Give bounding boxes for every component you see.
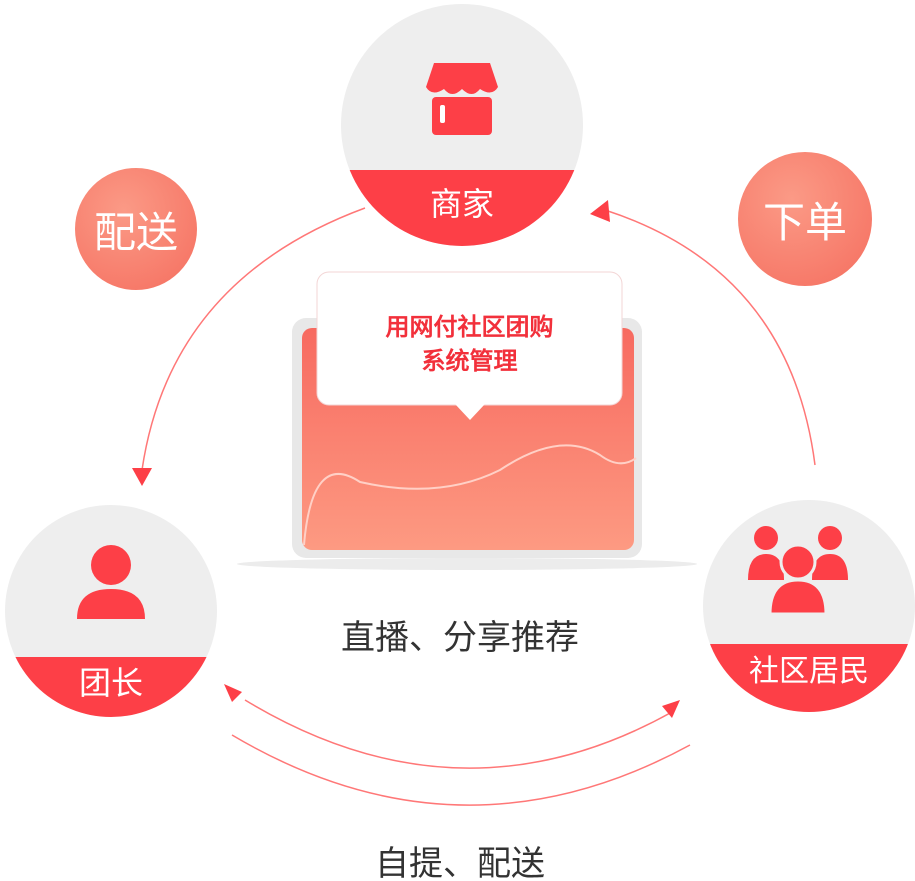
user-icon <box>77 545 145 619</box>
arrow-right-icon <box>662 700 680 718</box>
arc-merchant-to-leader <box>141 207 366 471</box>
arc-leader-to-residents <box>244 699 673 769</box>
caption-live-share: 直播、分享推荐 <box>341 618 579 658</box>
arrow-left-icon <box>224 684 242 702</box>
arrow-up-icon <box>590 200 610 222</box>
center-title-line2: 系统管理 <box>421 347 518 375</box>
store-icon <box>426 63 498 135</box>
group-icon <box>748 526 848 616</box>
caption-pickup-delivery: 自提、配送 <box>375 844 545 881</box>
node-merchant-label: 商家 <box>341 170 583 246</box>
arrow-down-icon <box>132 468 152 486</box>
node-residents[interactable]: 社区居民 <box>703 500 915 712</box>
action-delivery: 配送 <box>75 168 197 290</box>
node-leader[interactable]: 团长 <box>5 505 217 717</box>
arc-residents-to-merchant <box>604 209 816 466</box>
node-merchant[interactable]: 商家 <box>341 4 583 246</box>
center-title: 用网付社区团购 系统管理 <box>317 310 622 378</box>
arc-residents-to-leader <box>231 734 691 806</box>
node-leader-label: 团长 <box>5 657 217 717</box>
action-order: 下单 <box>738 152 872 286</box>
center-title-line1: 用网付社区团购 <box>385 313 554 341</box>
node-residents-label: 社区居民 <box>703 644 915 712</box>
